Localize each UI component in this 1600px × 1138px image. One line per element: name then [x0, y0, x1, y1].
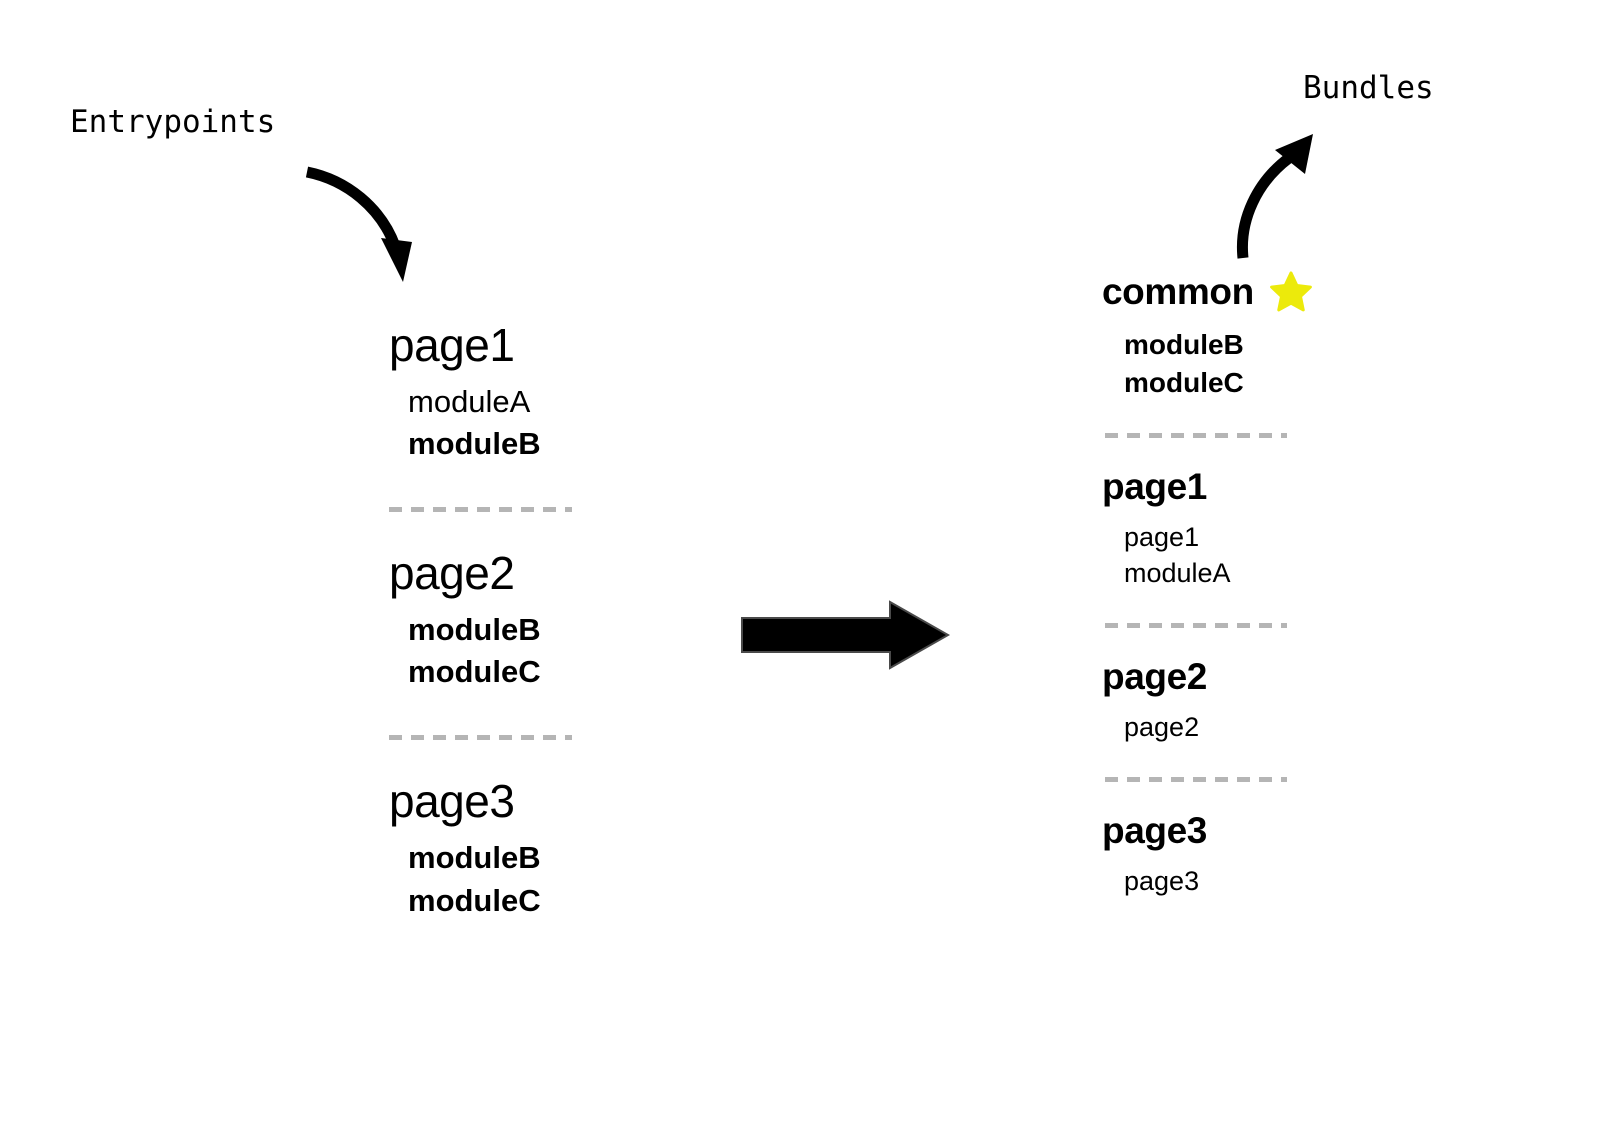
bundle-group-title-row: page1 — [1102, 466, 1402, 508]
bundle-group-items: page2 — [1102, 709, 1402, 745]
curved-arrow-down-right-icon — [305, 166, 412, 282]
bundle-module-item: moduleB — [1124, 329, 1244, 360]
star-icon — [1269, 271, 1312, 312]
bundles-label: Bundles — [1303, 70, 1434, 106]
group-divider — [1105, 623, 1287, 629]
entrypoint-group-page2: page2 moduleB moduleC — [388, 550, 648, 693]
entrypoint-module-item: moduleC — [408, 882, 541, 918]
group-divider — [389, 507, 572, 513]
bundle-module-item: moduleA — [1124, 558, 1231, 589]
bundle-module-item: page2 — [1124, 712, 1200, 743]
entrypoint-group-items: moduleB moduleC — [388, 837, 648, 921]
bundle-module-item: page3 — [1124, 866, 1200, 897]
bundle-group-page2: page2 page2 — [1102, 656, 1402, 745]
bundle-group-title: common — [1102, 270, 1254, 312]
bundle-group-items: moduleB moduleC — [1102, 326, 1402, 401]
bundle-group-page3: page3 page3 — [1102, 810, 1402, 899]
entrypoint-group-title: page1 — [389, 319, 515, 371]
entrypoints-label: Entrypoints — [70, 104, 276, 140]
entrypoint-group-items: moduleA moduleB — [388, 381, 648, 465]
entrypoint-group-page3: page3 moduleB moduleC — [388, 778, 648, 921]
entrypoint-module-item: moduleA — [408, 383, 531, 419]
entrypoint-module-item: moduleB — [408, 612, 541, 648]
bundle-group-title: page2 — [1102, 656, 1207, 698]
bundle-group-title-row: common — [1102, 270, 1402, 314]
group-divider — [1105, 777, 1287, 783]
bundles-column: common moduleB moduleC page1 page1 modul… — [1102, 270, 1402, 899]
bundle-group-items: page1 moduleA — [1102, 519, 1402, 591]
curved-arrow-up-right-icon — [1236, 134, 1313, 259]
entrypoint-group-page1: page1 moduleA moduleB — [388, 322, 648, 465]
group-divider — [1105, 433, 1287, 439]
bundle-group-page1: page1 page1 moduleA — [1102, 466, 1402, 591]
entrypoints-column: page1 moduleA moduleB page2 moduleB modu… — [388, 322, 648, 922]
entrypoint-group-title: page2 — [389, 547, 515, 600]
bundle-group-common: common moduleB moduleC — [1102, 270, 1402, 401]
block-arrow-right-icon — [741, 600, 951, 670]
bundle-group-title-row: page3 — [1102, 810, 1402, 852]
bundle-module-item: moduleC — [1124, 366, 1244, 398]
entrypoint-group-items: moduleB moduleC — [388, 609, 648, 693]
entrypoint-module-item: moduleB — [408, 426, 541, 462]
bundle-group-title: page3 — [1102, 810, 1207, 852]
entrypoint-module-item: moduleC — [408, 654, 541, 690]
entrypoint-module-item: moduleB — [408, 840, 541, 876]
group-divider — [389, 735, 572, 741]
entrypoint-group-title: page3 — [389, 775, 515, 828]
bundle-group-items: page3 — [1102, 863, 1402, 899]
bundle-group-title: page1 — [1102, 466, 1207, 508]
bundle-module-item: page1 — [1124, 521, 1200, 552]
bundle-group-title-row: page2 — [1102, 656, 1402, 698]
